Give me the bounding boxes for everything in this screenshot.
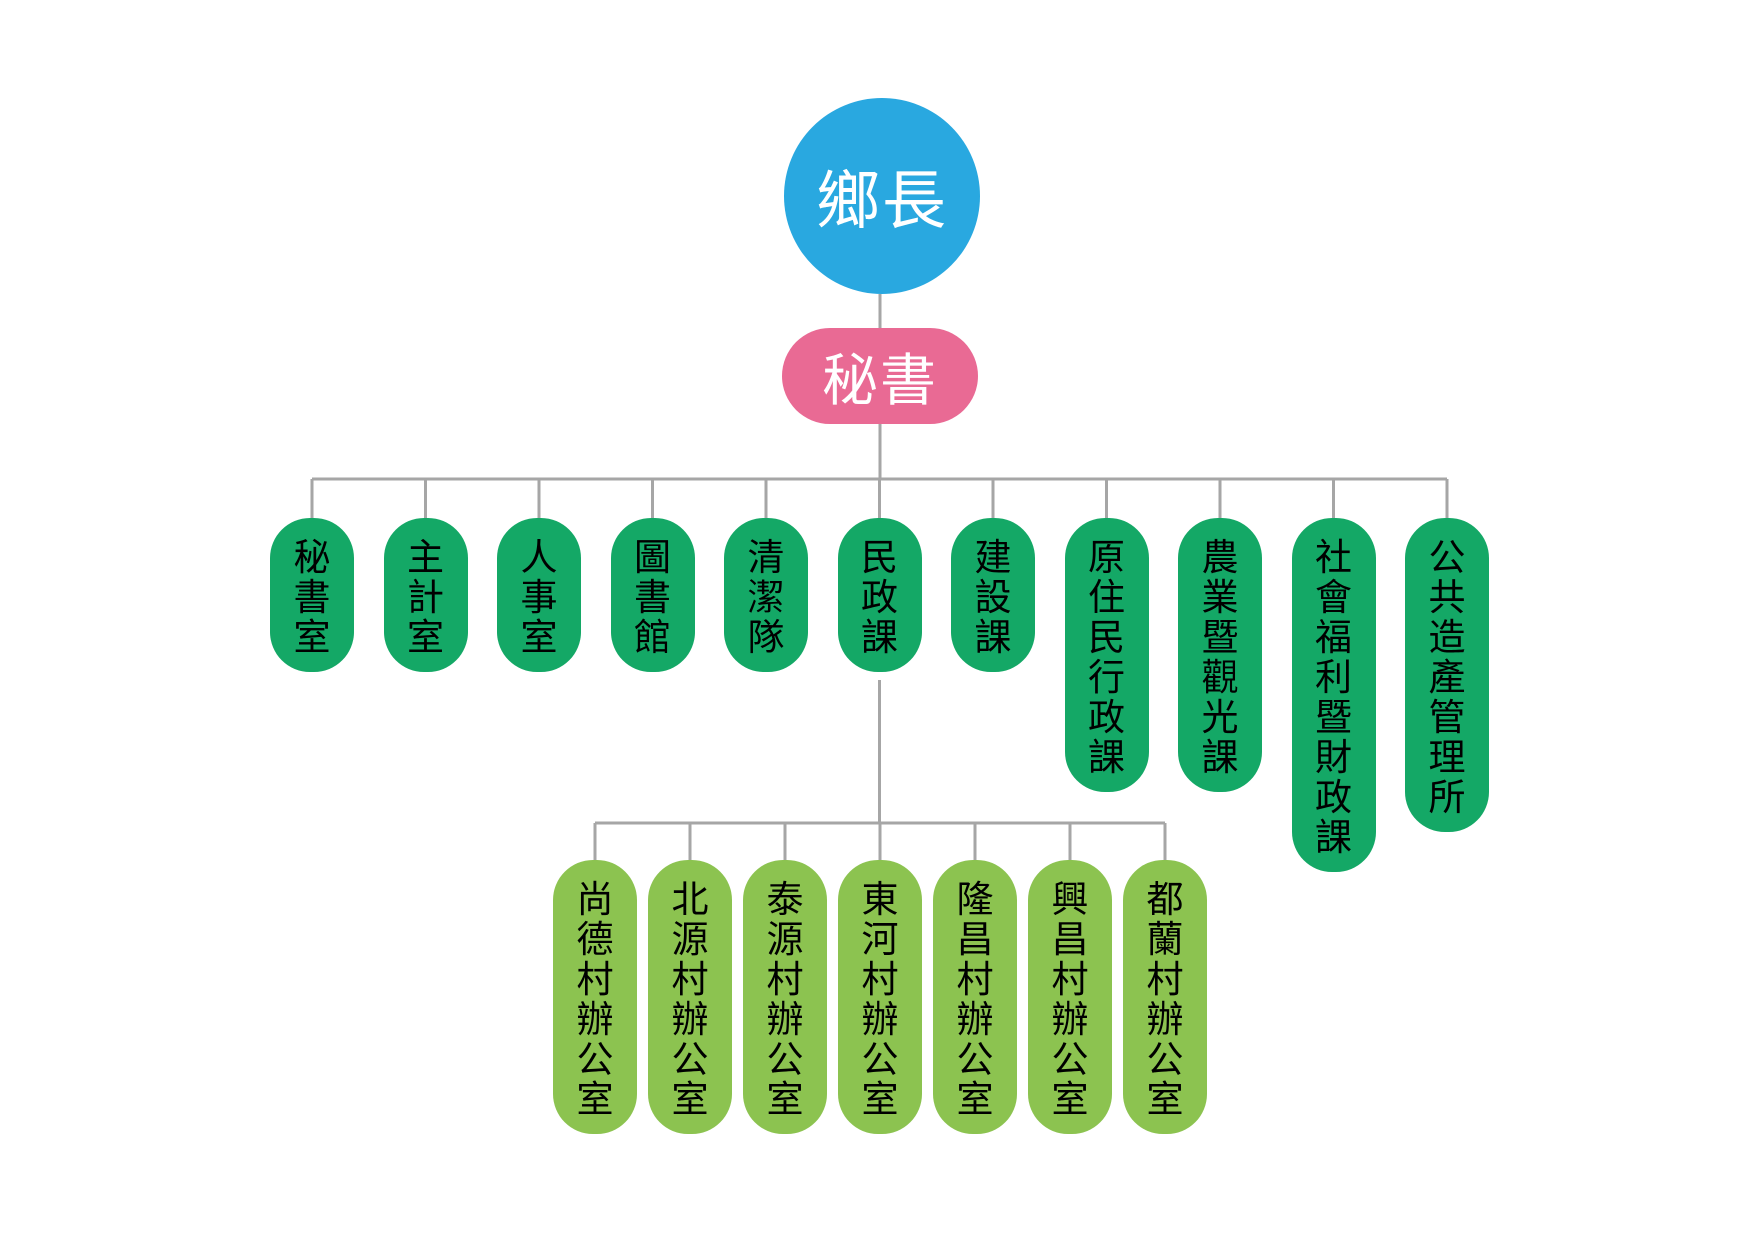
village-office-label: 尚德村辦公室 <box>576 878 614 1121</box>
village-office-label: 都蘭村辦公室 <box>1146 878 1184 1121</box>
department-node: 原住民行政課 <box>1064 518 1149 792</box>
department-label: 秘書室 <box>293 536 331 659</box>
head-node: 鄉長 <box>784 98 980 294</box>
department-label: 建設課 <box>974 536 1012 659</box>
village-office-label: 北源村辦公室 <box>671 878 709 1121</box>
village-office-node: 東河村辦公室 <box>838 860 922 1134</box>
department-node: 清潔隊 <box>724 518 808 672</box>
department-node: 秘書室 <box>270 518 354 672</box>
department-label: 原住民行政課 <box>1088 536 1125 779</box>
department-label: 人事室 <box>520 536 558 659</box>
village-office-label: 隆昌村辦公室 <box>956 878 994 1121</box>
village-office-node: 泰源村辦公室 <box>743 860 827 1134</box>
department-node: 建設課 <box>951 518 1035 672</box>
department-node: 民政課 <box>837 518 922 672</box>
department-label: 清潔隊 <box>747 536 785 659</box>
village-office-label: 興昌村辦公室 <box>1051 878 1089 1121</box>
department-label: 農業暨觀光課 <box>1201 536 1239 779</box>
secretary-node: 秘書 <box>782 328 978 424</box>
department-node: 社會福利暨財政課 <box>1291 518 1376 872</box>
department-node: 人事室 <box>497 518 581 672</box>
department-label: 圖書館 <box>634 536 671 659</box>
department-label: 民政課 <box>861 536 898 659</box>
department-label: 公共造產管理所 <box>1428 536 1466 819</box>
department-node: 主計室 <box>383 518 468 672</box>
department-node: 農業暨觀光課 <box>1178 518 1262 792</box>
department-node: 圖書館 <box>610 518 695 672</box>
village-office-label: 泰源村辦公室 <box>766 878 804 1121</box>
village-office-label: 東河村辦公室 <box>861 878 899 1121</box>
village-office-node: 北源村辦公室 <box>648 860 732 1134</box>
head-label: 鄉長 <box>816 165 948 239</box>
department-label: 主計室 <box>407 536 444 659</box>
department-label: 社會福利暨財政課 <box>1315 536 1352 859</box>
department-node: 公共造產管理所 <box>1405 518 1489 832</box>
secretary-label: 秘書 <box>822 348 938 414</box>
village-office-node: 興昌村辦公室 <box>1028 860 1112 1134</box>
village-office-node: 都蘭村辦公室 <box>1123 860 1207 1134</box>
village-office-node: 尚德村辦公室 <box>553 860 637 1134</box>
village-office-node: 隆昌村辦公室 <box>933 860 1017 1134</box>
